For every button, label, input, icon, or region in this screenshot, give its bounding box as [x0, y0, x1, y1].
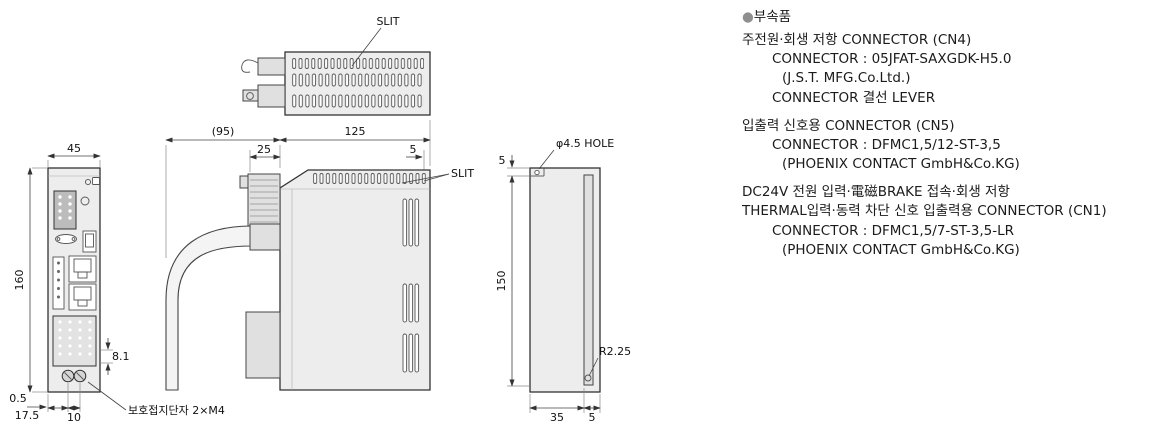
dip-strip — [52, 256, 65, 310]
side-body — [279, 169, 431, 391]
rj45-port-2 — [68, 283, 97, 311]
radius-label: R2.25 — [599, 345, 631, 358]
dim-45: 45 — [47, 142, 101, 167]
rotary-switch — [80, 196, 90, 206]
dim-125: 125 — [279, 120, 431, 166]
cn5-maker: (PHOENIX CONTACT GmbH&Co.KG) — [782, 156, 1020, 173]
side-slit-callout: SLIT — [401, 167, 474, 184]
hole-label: φ4.5 HOLE — [556, 137, 614, 150]
dim-0-5-label: 0.5 — [9, 392, 27, 405]
radius-callout: R2.25 — [588, 345, 631, 377]
side-top-slit-row — [312, 172, 426, 186]
front-bottom-dimensions: 0.5 17.5 10 — [9, 383, 81, 424]
bullet-icon: ● — [742, 9, 754, 25]
top-view-front-clip — [241, 57, 286, 108]
earth-terminal-callout: 보호접지단자 2×M4 — [87, 381, 225, 417]
accessories-panel: ●부속품 주전원·회생 저항 CONNECTOR (CN4) CONNECTOR… — [742, 8, 1160, 260]
dim-10-label: 10 — [67, 411, 81, 424]
side-front-connector — [239, 173, 281, 227]
side-cable — [165, 225, 253, 391]
dim-45-label: 45 — [67, 142, 81, 155]
rj45-port-1 — [68, 255, 97, 283]
cn4-maker: (J.S.T. MFG.Co.Ltd.) — [782, 70, 911, 87]
top-view-slit-callout: SLIT — [351, 15, 400, 67]
rear-view — [529, 167, 601, 393]
dim-5-bottom-label: 5 — [589, 411, 596, 424]
dim-25-label: 25 — [257, 143, 271, 156]
earth-terminal-label: 보호접지단자 2×M4 — [128, 404, 225, 417]
dim-160: 160 — [13, 167, 47, 393]
cn5-heading: 입출력 신호용 CONNECTOR (CN5) — [742, 117, 955, 134]
dim-5-top: 5 — [499, 154, 529, 177]
cn4-section: 주전원·회생 저항 CONNECTOR (CN4) CONNECTOR : 05… — [742, 31, 1160, 108]
side-lower-connector — [245, 311, 281, 379]
dim-95-label: (95) — [212, 125, 235, 138]
cn4-heading: 주전원·회생 저항 CONNECTOR (CN4) — [742, 32, 972, 49]
top-slit-label: SLIT — [376, 15, 399, 28]
cn4-lever: CONNECTOR 결선 LEVER — [772, 89, 936, 106]
dim-35-label: 35 — [550, 411, 564, 424]
dim-8-1: 8.1 — [101, 338, 130, 375]
dim-95: (95) — [165, 125, 281, 258]
dim-150: 150 — [495, 175, 529, 387]
side-view — [165, 169, 431, 391]
mounting-hole — [534, 169, 540, 176]
front-view — [47, 167, 101, 393]
display-window — [92, 177, 100, 185]
oval-connector — [55, 234, 77, 244]
cn1-terminal-block — [52, 315, 97, 367]
cn4-connector: CONNECTOR : 05JFAT-SAXGDK-H5.0 — [772, 51, 1012, 68]
side-cable-gland — [249, 223, 281, 251]
cn4-connector — [53, 190, 77, 230]
side-slit-label: SLIT — [451, 167, 474, 180]
dim-5-side: 5 — [406, 143, 425, 173]
accessories-title: ●부속품 — [742, 8, 1160, 27]
cn1-heading-line1: DC24V 전원 입력·電磁BRAKE 접속·회생 저항 — [742, 184, 1010, 201]
cn1-connector: CONNECTOR : DFMC1,5/7-ST-3,5-LR — [772, 222, 1014, 239]
dim-5-top-label: 5 — [499, 154, 506, 167]
side-vent-slots — [402, 198, 420, 373]
top-view-slit-row-3 — [291, 93, 424, 110]
dim-150-label: 150 — [495, 271, 508, 292]
cn1-section: DC24V 전원 입력·電磁BRAKE 접속·회생 저항 THERMAL입력·동… — [742, 183, 1160, 260]
top-view — [241, 51, 431, 116]
dim-17-5-label: 17.5 — [15, 409, 40, 422]
rear-bottom-dimensions: 35 5 — [529, 388, 601, 424]
cn1-heading-line2: THERMAL입력·동력 차단 신호 입출력용 CONNECTOR (CN1) — [742, 203, 1107, 220]
dim-25: 25 — [249, 143, 281, 172]
accessories-title-text: 부속품 — [753, 9, 792, 25]
top-view-slit-row-1 — [291, 57, 424, 70]
dim-8-1-label: 8.1 — [112, 350, 130, 363]
top-view-slit-row-2 — [291, 72, 424, 88]
front-panel-components — [52, 177, 100, 383]
usb-connector — [82, 230, 97, 253]
cn1-maker: (PHOENIX CONTACT GmbH&Co.KG) — [782, 241, 1020, 258]
cn5-connector: CONNECTOR : DFMC1,5/12-ST-3,5 — [772, 136, 1001, 153]
technical-drawing: SLIT (95) 125 25 5 — [9, 15, 631, 424]
dim-5-side-label: 5 — [410, 143, 417, 156]
corner-radius-detail — [584, 374, 592, 382]
earth-screw-terminals — [61, 369, 87, 383]
cn5-section: 입출력 신호용 CONNECTOR (CN5) CONNECTOR : DFMC… — [742, 117, 1160, 174]
led-indicator — [84, 178, 92, 186]
hole-callout: φ4.5 HOLE — [538, 137, 614, 170]
dim-125-label: 125 — [345, 125, 366, 138]
mounting-plate — [583, 174, 594, 386]
dim-160-label: 160 — [13, 270, 26, 291]
